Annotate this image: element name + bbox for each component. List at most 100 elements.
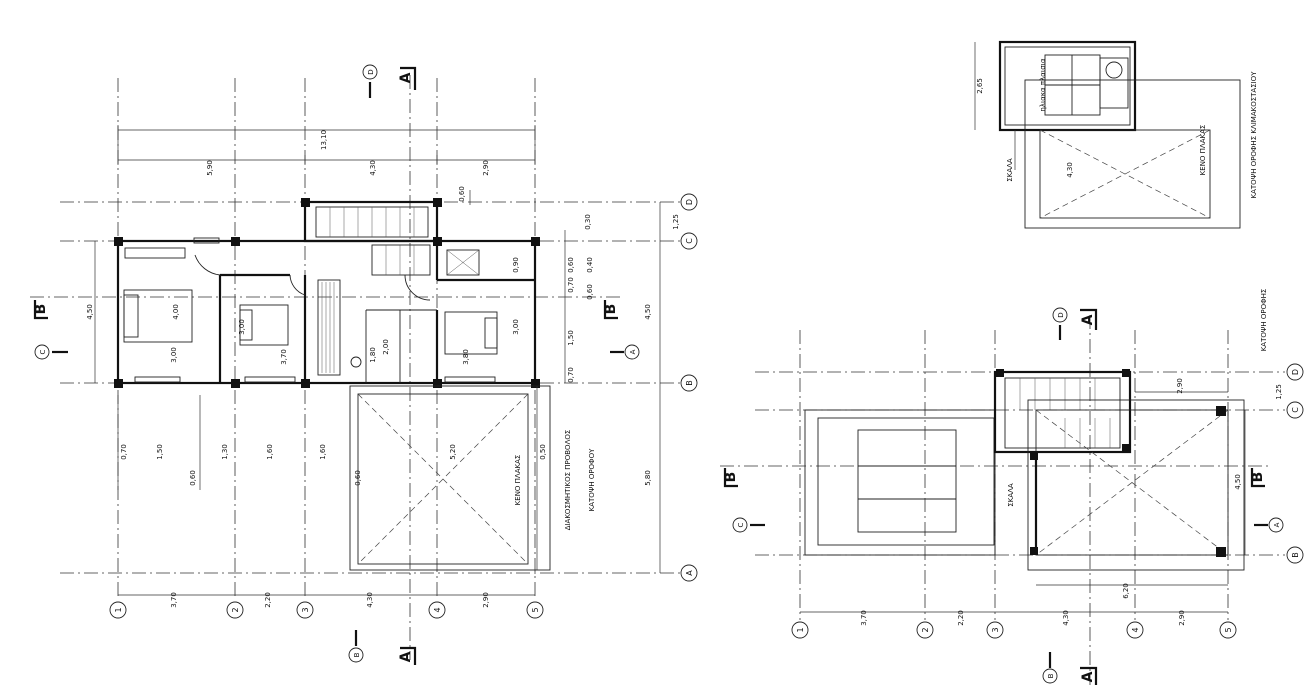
plan1-grid-letter-a: A (685, 570, 694, 576)
plan1-right-dim-070: 0,70 (567, 277, 575, 293)
plan-stair-roof: 2,65 4,30 ηλιακα πλαισια ΚΕΝΟ ΠΛΑΚΑΣ ΣΚΑ… (974, 40, 1258, 229)
plan2-section-b-left: B (723, 472, 739, 483)
plan2-dim-450: 4,50 (1234, 474, 1242, 490)
plan1-grid-letter-c: C (685, 238, 694, 244)
plan2-section-a-bottom: A (1080, 671, 1096, 682)
plan2-grid-num-3: 3 (991, 627, 1000, 632)
plan2-section-a-top: A (1080, 314, 1096, 325)
plan1-lower-dim-050: 0,50 (539, 444, 547, 460)
plan1-bottom-dim-2: 2,20 (264, 592, 272, 608)
plan2-section-b-right: B (1250, 472, 1266, 483)
plan2-grid-num-1: 1 (796, 627, 805, 632)
plan1-right-dim-070b: 0,70 (567, 367, 575, 383)
plan3-stair-label: ΣΚΑΛΑ (1006, 158, 1014, 182)
plan2-grid-letter-c: C (1291, 407, 1300, 413)
plan1-overall-dim: 13,10 (320, 130, 328, 150)
plan1-top-dim-2: 4,30 (369, 160, 377, 176)
plan1-lower-dim-060a: 0,60 (189, 470, 197, 486)
plan2-dim-620: 6,20 (1122, 583, 1130, 599)
plan1-windows (134, 237, 496, 383)
plan1-lower-dim-160a: 1,60 (266, 444, 274, 460)
plan2-grid-num-2: 2 (921, 627, 930, 632)
plan1-furniture (123, 247, 498, 376)
plan2-columns (996, 369, 1226, 557)
plan2-section-marks (723, 308, 1265, 685)
plan2-view-bubble-a: A (1273, 522, 1281, 527)
plan1-right-dim-090: 0,90 (512, 257, 520, 273)
plan1-lower-dim-520: 5,20 (449, 444, 457, 460)
plan2-grid-letter-d: D (1291, 369, 1300, 375)
plan2-dim-430: 4,30 (1062, 610, 1070, 626)
plan1-grid-num-2: 2 (231, 607, 240, 612)
plan2-view-bubble-d: D (1057, 312, 1065, 317)
plan1-view-bubble-c: C (39, 349, 47, 354)
plan1-title: ΚΑΤΟΨΗ ΟΡΟΦΟΥ (588, 448, 596, 511)
plan1-canopy-label: ΔΙΑΚΟΣΜΗΤΙΚΟΣ ΠΡΟΒΟΛΟΣ (564, 430, 572, 531)
plan2-grid-bubbles-letters (1286, 363, 1304, 564)
plan1-lower-dim-130: 1,30 (221, 444, 229, 460)
plan1-lower-dimensions (117, 395, 201, 490)
plan1-view-bubble-b: B (353, 652, 361, 657)
plan1-right-dim-060b: 0,60 (567, 257, 575, 273)
plan1-grid-letter-d: D (685, 199, 694, 205)
plan1-bottom-dim-4: 2,90 (482, 592, 490, 608)
plan2-dim-290: 2,90 (1178, 610, 1186, 626)
plan1-section-b-left: B (33, 304, 49, 315)
plan1-top-dim-3: 2,90 (482, 160, 490, 176)
plan3-panel-label: ηλιακα πλαισια (1039, 58, 1047, 112)
plan1-room-dim-1: 4,00 (172, 304, 180, 320)
plan2-grid-bubbles-numbers (791, 621, 1237, 639)
plan1-section-a-top: A (398, 72, 414, 83)
plan2-stair-label: ΣΚΑΛΑ (1007, 483, 1015, 507)
plan1-room-dim-6: 3,80 (462, 349, 470, 365)
plan2-grid-vertical (799, 330, 1229, 620)
plan1-right-dim-150: 1,50 (567, 330, 575, 346)
plan2-dim-220: 2,20 (957, 610, 965, 626)
plan2-dim-125: 1,25 (1275, 384, 1283, 400)
plan1-section-b-right: B (603, 304, 619, 315)
plan1-right-dim-450: 4,50 (644, 304, 652, 320)
plan1-grid-bubbles-letters (680, 193, 698, 582)
plan2-grid-letter-b: B (1291, 552, 1300, 558)
plan1-grid-num-1: 1 (114, 607, 123, 612)
plan2-view-bubbles (732, 307, 1284, 684)
plan1-right-dim-580: 5,80 (644, 470, 652, 486)
plan1-walls (116, 200, 537, 385)
plan1-grid-num-5: 5 (531, 607, 540, 612)
plan1-columns (114, 198, 540, 388)
plan2-grid-num-4: 4 (1131, 627, 1140, 632)
plan1-grid-bubbles-numbers (109, 601, 544, 619)
plan1-section-a-bottom: A (398, 651, 414, 662)
plan1-view-bubble-d: D (367, 69, 375, 74)
plan1-lower-dim-150: 1,50 (156, 444, 164, 460)
plan2-dim-290-top: 2,90 (1176, 378, 1184, 394)
plan3-title: ΚΑΤΟΨΗ ΟΡΟΦΗΣ ΚΛΙΜΑΚΟΣΤΑΣΙΟΥ (1250, 71, 1258, 199)
plan1-view-bubbles (34, 64, 640, 663)
plan3-dim-430: 4,30 (1066, 162, 1074, 178)
plan2-view-bubble-b: B (1047, 673, 1055, 678)
plan2-grid-num-5: 5 (1224, 627, 1233, 632)
plan1-right-dim-125: 1,25 (672, 214, 680, 230)
plan1-lower-dim-070: 0,70 (120, 444, 128, 460)
plan-roof: 2,90 1,25 4,50 6,20 3,70 2,20 4,30 2,90 … (720, 289, 1304, 685)
plan1-room-dim-3: 3,00 (238, 319, 246, 335)
plan1-view-bubble-a: A (629, 349, 637, 354)
plan-upper-floor: 13,10 5,90 4,30 2,90 4,50 0,60 1,25 0,30… (30, 64, 698, 665)
plan1-lower-dim-160b: 1,60 (319, 444, 327, 460)
plan1-bottom-dim-1: 3,70 (170, 592, 178, 608)
plan1-left-dim: 4,50 (86, 304, 94, 320)
plan1-room-dim-5: 3,00 (512, 319, 520, 335)
plan1-top-dim-1: 5,90 (206, 160, 214, 176)
plan1-grid-num-3: 3 (301, 607, 310, 612)
plan1-top-dimensions (117, 125, 536, 165)
plan1-grid-vertical (117, 78, 536, 600)
plan1-room-dim-2: 3,00 (170, 347, 178, 363)
plan1-grid-num-4: 4 (433, 607, 442, 612)
plan1-stair (315, 206, 431, 276)
plan1-right-dim-060: 0,60 (458, 186, 466, 202)
plan3-dim-265: 2,65 (976, 78, 984, 94)
plan1-room-dim-7: 2,00 (382, 339, 390, 355)
plan1-room-dim-4: 3,70 (280, 349, 288, 365)
plan1-right-dim-060c: 0,60 (586, 284, 594, 300)
